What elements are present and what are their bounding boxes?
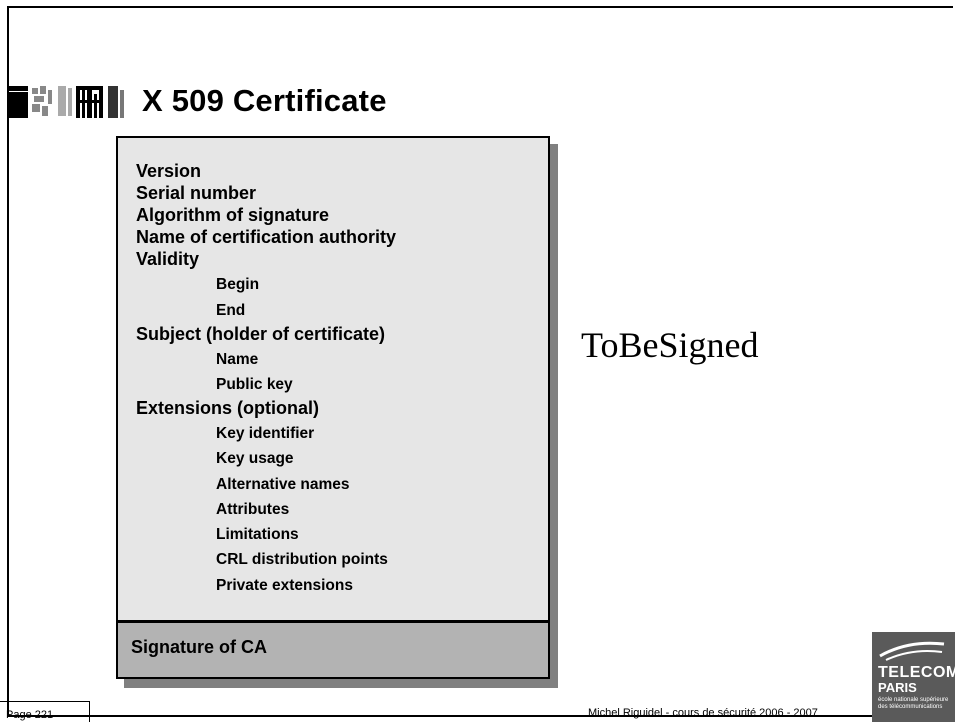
field-item: Extensions (optional) bbox=[136, 398, 320, 418]
field-item: Subject (holder of certificate) bbox=[136, 324, 386, 344]
title-decoration-icon bbox=[8, 84, 136, 118]
subfield-item: Key identifier bbox=[216, 425, 315, 442]
field-item: Validity bbox=[136, 249, 200, 269]
subfield-item: Alternative names bbox=[216, 476, 350, 493]
signature-box: Signature of CA bbox=[116, 621, 550, 679]
slide-frame bbox=[7, 6, 953, 717]
telecom-paris-logo: TELECOM PARIS école nationale supérieure… bbox=[872, 632, 955, 722]
page-number: Page 221 bbox=[0, 701, 90, 722]
subfield-item: CRL distribution points bbox=[216, 551, 388, 568]
footer-credit: Michel Riguidel - cours de sécurité 2006… bbox=[588, 707, 818, 719]
field-item: Algorithm of signature bbox=[136, 205, 329, 225]
signature-label: Signature of CA bbox=[131, 637, 268, 657]
field-item: Name of certification authority bbox=[136, 227, 397, 247]
subfield-item: Public key bbox=[216, 376, 293, 393]
logo-text-line2: PARIS bbox=[878, 680, 917, 695]
subfield-item: Begin bbox=[216, 276, 260, 293]
subfield-item: Key usage bbox=[216, 450, 294, 467]
subfield-item: End bbox=[216, 302, 246, 319]
subfield-item: Private extensions bbox=[216, 577, 353, 594]
logo-text-line3: école nationale supérieure des télécommu… bbox=[878, 697, 949, 710]
field-item: Serial number bbox=[136, 183, 257, 203]
subfield-item: Attributes bbox=[216, 501, 290, 518]
slide-title: X 509 Certificate bbox=[142, 83, 387, 118]
logo-swoosh-icon bbox=[879, 641, 945, 661]
subfield-item: Name bbox=[216, 351, 259, 368]
subfield-item: Limitations bbox=[216, 526, 299, 543]
to-be-signed-label: ToBeSigned bbox=[581, 325, 759, 365]
field-item: Version bbox=[136, 161, 202, 181]
logo-text-line1: TELECOM bbox=[878, 664, 955, 681]
